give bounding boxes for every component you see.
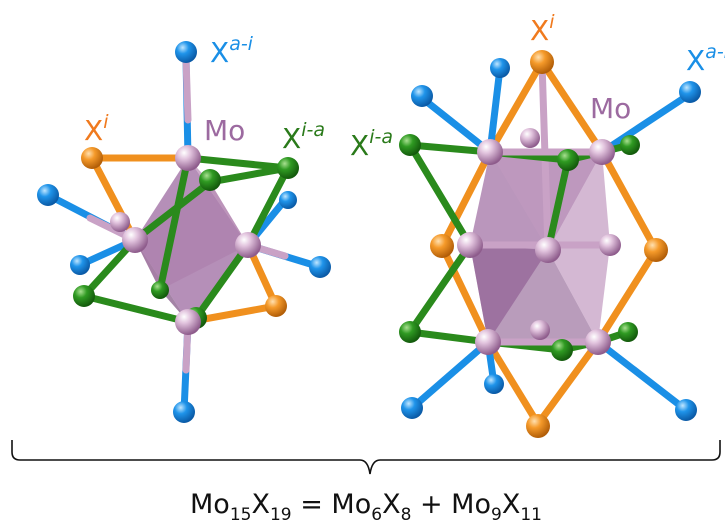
atoms <box>399 50 701 438</box>
label-x-ai-left: Xa-i <box>210 33 254 69</box>
label-x-i-right: Xi <box>530 11 555 47</box>
label-x-i-left: Xi <box>84 111 109 147</box>
mo9x11-cluster: Xi Xa-i Mo Xi-a <box>350 11 725 438</box>
atoms <box>37 41 331 423</box>
label-x-ia-left: Xi-a <box>282 119 325 155</box>
curly-brace <box>11 440 721 475</box>
formula: Mo15X19 = Mo6X8 + Mo9X11 <box>190 489 542 525</box>
mo6x8-cluster: Xa-i Xi Mo Xi-a <box>37 33 331 423</box>
label-x-ai-right: Xa-i <box>686 41 725 77</box>
label-x-ia-right: Xi-a <box>350 126 393 162</box>
mo6-octahedron <box>135 158 248 322</box>
label-mo-right: Mo <box>590 92 631 125</box>
label-mo-left: Mo <box>204 114 245 147</box>
